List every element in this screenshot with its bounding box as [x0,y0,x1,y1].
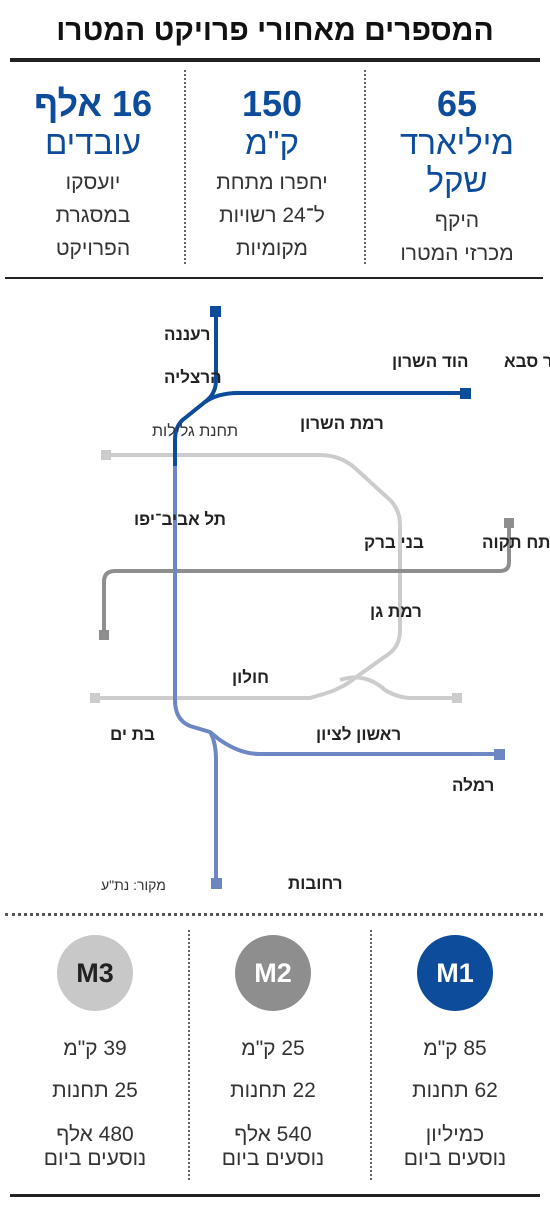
city-hod-hasharon: הוד השרון [392,352,468,371]
line-card-m1: M1 85 ק"מ 62 תחנות כמיליון נוסעים ביום [370,935,540,1171]
m1-kfar-saba-branch [203,391,466,404]
map-source: מקור: נת"ע [101,877,166,893]
metro-map: רעננה הרצליה הוד השרון כפר סבא רמת השרון… [90,306,550,893]
m3-passengers-1: 480 אלף [56,1123,134,1146]
m3-line [95,453,402,700]
stat-budget-desc-2: מכרזי המטרו [400,242,514,265]
stat-workers-desc-2: במסגרת [55,204,131,227]
card-separator [370,930,372,1180]
m1-passengers-1: כמיליון [425,1123,485,1146]
section-divider [5,913,543,916]
m1-terminus-raanana [210,306,221,317]
city-rehovot: רחובות [288,874,343,893]
stat-workers: 16 אלף עובדים יועסקו במסגרת הפרויקט [8,84,178,265]
city-herzliya: הרצליה [164,368,222,387]
page-title: המספרים מאחורי פרויקט המטרו [56,14,494,47]
city-bat-yam: בת ים [110,725,155,744]
m2-stations: 22 תחנות [230,1079,316,1102]
m1-north-line [173,312,218,466]
stat-length: 150 ק"מ יחפרו מתחת ל־24 רשויות מקומיות [187,84,357,265]
stat-workers-desc-1: יועסקו [65,171,121,194]
top-rule [10,58,540,62]
stat-separator [184,70,186,264]
m1-terminus-kfar-saba [460,388,471,399]
m2-badge: M2 [235,935,311,1011]
stat-budget-desc-1: היקף [434,209,480,232]
city-raanana: רעננה [164,325,210,344]
city-bnei-brak: בני ברק [364,533,424,552]
m3-branch [339,675,456,700]
line-card-m3: M3 39 ק"מ 25 תחנות 480 אלף נוסעים ביום [10,935,180,1171]
m1-stations: 62 תחנות [412,1079,498,1102]
m3-terminus-glilot [101,450,111,460]
card-separator [188,930,190,1180]
m2-terminus-west [99,630,109,640]
stat-length-value: 150 [241,83,303,124]
stat-workers-desc-3: הפרויקט [55,237,131,260]
m2-line [102,523,511,632]
stat-length-unit: ק"מ [245,124,299,161]
city-ramat-hasharon: רמת השרון [300,414,384,433]
city-ramla: רמלה [452,776,494,795]
m3-stations: 25 תחנות [52,1079,138,1102]
stat-budget: 65 מיליארד שקל היקף מכרזי המטרו [372,84,542,270]
m3-length: 39 ק"מ [63,1037,127,1060]
stat-length-desc-3: מקומיות [236,237,308,260]
bottom-rule [10,1194,540,1197]
city-glilot: תחנת גלילות [152,422,238,440]
m3-badge: M3 [57,935,133,1011]
city-kfar-saba: כפר סבא [504,352,550,371]
m1-terminus-ramla [494,749,505,760]
city-rishon: ראשון לציון [316,725,401,744]
m3-terminus-bat-yam [90,693,100,703]
m1-rehovot-branch [208,730,218,884]
stat-budget-unit-1: מיליארד [400,124,514,161]
m3-passengers-2: נוסעים ביום [43,1147,147,1170]
stat-workers-unit: עובדים [44,124,142,161]
m2-passengers-1: 540 אלף [234,1123,312,1146]
stat-workers-value: 16 אלף [33,83,153,124]
city-ramat-gan: רמת גן [370,602,422,621]
m1-badge: M1 [417,935,493,1011]
m1-length: 85 ק"מ [423,1037,487,1060]
m1-terminus-rehovot [211,878,222,889]
line-card-m2: M2 25 ק"מ 22 תחנות 540 אלף נוסעים ביום [188,935,358,1171]
stat-length-desc-1: יחפרו מתחת [216,171,328,194]
city-petah-tikva: פתח תקוה [482,533,550,552]
stat-budget-unit-2: שקל [426,162,488,199]
city-tel-aviv: תל אביב־יפו [134,510,226,529]
section-divider [5,277,543,279]
m2-length: 25 ק"מ [241,1037,305,1060]
stat-separator [364,70,366,264]
m2-passengers-2: נוסעים ביום [221,1147,325,1170]
m2-terminus-petah-tikva [504,518,514,528]
city-holon: חולון [232,668,269,687]
stat-length-desc-2: ל־24 רשויות [219,204,325,227]
m3-terminus-east [452,693,462,703]
stat-budget-value: 65 [436,83,478,124]
m1-passengers-2: נוסעים ביום [403,1147,507,1170]
